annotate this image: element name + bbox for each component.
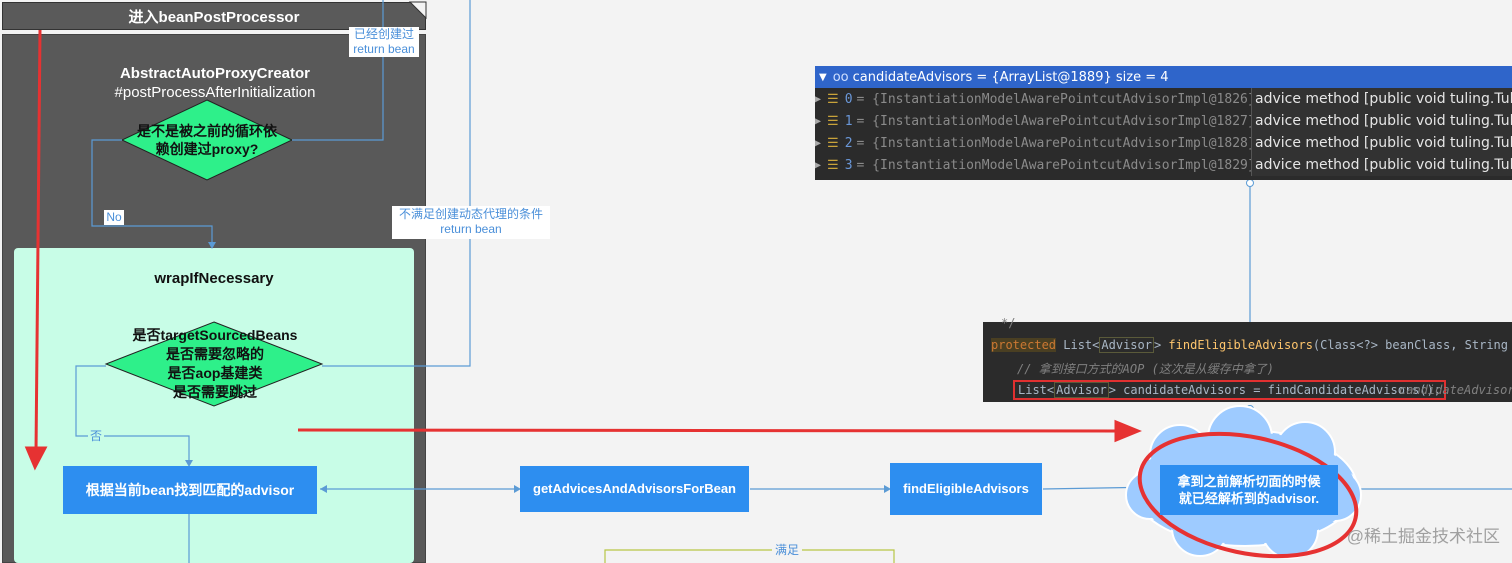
debugger-row-left: ▶ ☰ 0= {InstantiationModelAwarePointcutAdv… [815, 92, 1251, 107]
auto-proxy-creator-line2: #postProcessAfterInitialization [114, 84, 316, 101]
decision-circular-line1: 是不是被之前的循环依 [137, 123, 277, 139]
debugger-row-detail: advice method [public void tuling.Tuling [1251, 154, 1512, 176]
label-not-satisfied-line1: 不满足创建动态代理的条件 [398, 207, 543, 221]
edge-not-satisfied [322, 0, 471, 367]
flow-title: 进入beanPostProcessor [2, 2, 426, 30]
label-satisfied: 满足 [772, 543, 802, 558]
debugger-row[interactable]: ▶ ☰ 1= {InstantiationModelAwarePointcutAdv… [815, 110, 1512, 132]
satisfied-box-outline [604, 549, 895, 563]
list-stack-icon: ☰ [827, 91, 839, 107]
code-sig-fn: findEligibleAdvisors [1168, 338, 1313, 352]
debugger-row-value: = {InstantiationModelAwarePointcutAdviso… [856, 113, 1251, 129]
debugger-row-value: = {InstantiationModelAwarePointcutAdviso… [856, 91, 1251, 107]
decision-checks-line4: 是否需要跳过 [173, 384, 257, 400]
watch-glasses-icon: oo [832, 69, 849, 85]
label-already-created: 已经创建过 return bean [349, 27, 419, 57]
code-sig-b: > [1153, 338, 1169, 352]
red-arrow-vertical [34, 29, 42, 453]
watermark: @稀土掘金技术社区 [1346, 527, 1500, 546]
edge-no-cn [75, 365, 190, 460]
expand-right-icon[interactable]: ▶ [815, 93, 822, 105]
debugger-row-index: 2 [844, 135, 853, 151]
debugger-row-index: 1 [844, 113, 853, 129]
expand-right-icon[interactable]: ▶ [815, 115, 822, 127]
debugger-header-text: candidateAdvisors = {ArrayList@1889} siz… [852, 69, 1169, 85]
decision-circular-line2: 赖创建过proxy? [155, 141, 259, 157]
auto-proxy-creator-line1: AbstractAutoProxyCreator [119, 65, 311, 82]
decision-circular-diamond[interactable] [120, 99, 294, 181]
code-sig-c: (Class<?> beanClass, String beanName) [1312, 338, 1512, 352]
code-inline-hint: candidateAdvisors: [1399, 383, 1512, 397]
cloud-text-box[interactable]: 拿到之前解析切面的时候 就已经解析到的advisor. [1160, 465, 1338, 515]
arrowhead-get [514, 485, 521, 493]
edge-already-created [292, 0, 384, 141]
code-line-candidates: List<Advisor> candidateAdvisors = findCa… [1013, 380, 1447, 400]
code-l3-b: > candidateAdvisors = findCandidateAdvis… [1108, 383, 1442, 397]
debugger-row[interactable]: ▶ ☰ 0= {InstantiationModelAwarePointcutAdv… [815, 88, 1512, 110]
arrowhead-no [208, 242, 216, 249]
decision-checks-diamond[interactable] [104, 321, 324, 407]
code-line-signature: protected List<Advisor> findEligibleAdvi… [991, 337, 1512, 353]
debugger-row-value: = {InstantiationModelAwarePointcutAdviso… [856, 135, 1251, 151]
label-already-created-line1: 已经创建过 [353, 27, 414, 41]
expand-down-icon[interactable]: ▼ [819, 71, 827, 83]
debugger-row-left: ▶ ☰ 2= {InstantiationModelAwarePointcutAdv… [815, 136, 1251, 151]
debugger-row-index: 0 [844, 91, 853, 107]
cloud-text-line1: 拿到之前解析切面的时候 [1177, 474, 1321, 489]
label-already-created-line2: return bean [353, 42, 415, 56]
label-not-satisfied: 不满足创建动态代理的条件 return bean [392, 206, 550, 239]
expand-right-icon[interactable]: ▶ [815, 137, 822, 149]
debugger-row-detail: advice method [public void tuling.Tuling [1251, 110, 1512, 132]
expand-right-icon[interactable]: ▶ [815, 159, 822, 171]
red-arrow-vertical-head [24, 446, 48, 471]
decision-checks-line2: 是否需要忽略的 [166, 346, 264, 362]
debugger-header-row[interactable]: ▼ oo candidateAdvisors = {ArrayList@1889… [815, 66, 1512, 88]
debugger-row[interactable]: ▶ ☰ 2= {InstantiationModelAwarePointcutAdv… [815, 132, 1512, 154]
debugger-rows: ▶☰0= {InstantiationModelAwarePointcutAdv… [815, 88, 1512, 176]
debugger-row-detail: advice method [public void tuling.Tuling [1251, 132, 1512, 154]
code-line-comment: // 拿到接口方式的AOP (这次是从缓存中拿了) [1017, 362, 1275, 376]
label-no-cn: 否 [88, 429, 104, 444]
code-sig-type: Advisor [1099, 337, 1154, 353]
decision-checks-text: 是否targetSourcedBeans 是否需要忽略的 是否aop基建类 是否… [100, 326, 330, 402]
list-stack-icon: ☰ [827, 113, 839, 129]
cloud-text-line2: 就已经解析到的advisor. [1178, 491, 1320, 506]
edge-no [91, 139, 213, 242]
debugger-row-left: ▶ ☰ 1= {InstantiationModelAwarePointcutAdv… [815, 114, 1251, 129]
code-keyword-protected: protected [991, 338, 1057, 352]
code-l3-a: List< [1018, 383, 1055, 397]
arrowhead-eligible [884, 485, 891, 493]
flow-title-text: 进入beanPostProcessor [128, 8, 300, 26]
label-no: No [104, 210, 124, 225]
debugger-variables-panel: ▼ oo candidateAdvisors = {ArrayList@1889… [815, 66, 1512, 180]
title-corner-fold [408, 1, 427, 20]
red-arrow-horizontal [297, 428, 1119, 433]
decision-checks-line1: 是否targetSourcedBeans [132, 327, 298, 343]
arrowhead-no-cn [185, 460, 193, 467]
box-find-advisor[interactable]: 根据当前bean找到匹配的advisor [63, 466, 317, 514]
red-highlight-ellipse [1137, 431, 1359, 559]
code-top-fragment: */ [1001, 316, 1016, 330]
box-find-eligible[interactable]: findEligibleAdvisors [890, 463, 1042, 515]
code-l3-type: Advisor [1054, 382, 1109, 398]
list-stack-icon: ☰ [827, 135, 839, 151]
port-debug [1246, 179, 1254, 187]
box-get-advices[interactable]: getAdvicesAndAdvisorsForBean [520, 466, 749, 512]
label-not-satisfied-line2: return bean [440, 222, 502, 236]
debugger-row-value: = {InstantiationModelAwarePointcutAdviso… [856, 157, 1251, 173]
debugger-row[interactable]: ▶ ☰ 3= {InstantiationModelAwarePointcutAdv… [815, 154, 1512, 176]
debugger-row-index: 3 [844, 157, 853, 173]
red-arrow-horizontal-head [1114, 419, 1142, 443]
arrowhead-find-left [320, 485, 327, 493]
debugger-row-left: ▶ ☰ 3= {InstantiationModelAwarePointcutAdv… [815, 158, 1251, 173]
list-stack-icon: ☰ [827, 157, 839, 173]
decision-checks-line3: 是否aop基建类 [167, 365, 263, 381]
code-editor-panel: */ protected List<Advisor> findEligibleA… [983, 316, 1512, 402]
code-sig-a: List< [1056, 338, 1100, 352]
wrap-if-necessary-title: wrapIfNecessary [154, 270, 274, 287]
debugger-row-detail: advice method [public void tuling.Tuling [1251, 88, 1512, 110]
auto-proxy-creator-title: AbstractAutoProxyCreator #postProcessAft… [60, 64, 370, 102]
decision-circular-text: 是不是被之前的循环依 赖创建过proxy? [122, 122, 292, 158]
